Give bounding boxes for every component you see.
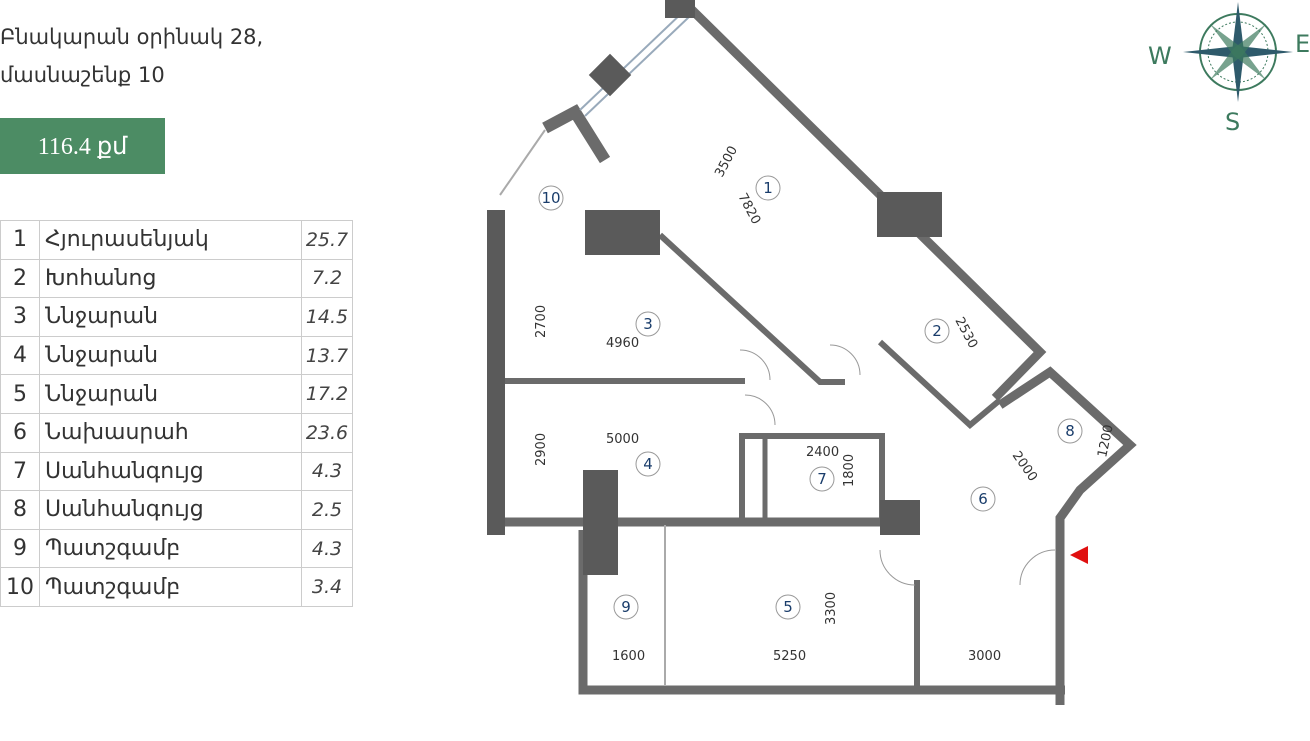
windows (496, 9, 691, 685)
compass-icon: W E S (1148, 2, 1310, 136)
room-marker-circle (635, 451, 661, 477)
room-marker-circle (1057, 418, 1083, 444)
room-area: 3.4 (301, 567, 353, 607)
balcony-10-wall (542, 104, 611, 164)
room-marker-label: 10 (541, 189, 560, 207)
dim-1600: 1600 (612, 649, 645, 664)
room-marker-label: 1 (763, 179, 773, 197)
room-marker-circle (924, 318, 950, 344)
room-number-markers: 1 2 3 4 5 6 7 8 9 10 (538, 175, 1083, 620)
room-marker-label: 5 (783, 598, 793, 616)
room-name: Ննջարան (39, 297, 302, 337)
dim-1800: 1800 (842, 454, 857, 487)
room-marker-circle (809, 466, 835, 492)
dim-2530: 2530 (951, 315, 980, 351)
dim-2700: 2700 (534, 305, 549, 338)
room-number: 2 (0, 258, 40, 299)
dim-3500: 3500 (712, 144, 741, 180)
dim-5000: 5000 (606, 432, 639, 447)
room-name: Պատշգամբ (39, 567, 302, 607)
room-marker-label: 2 (932, 322, 942, 340)
room-marker-label: 6 (978, 490, 988, 508)
room-marker-label: 4 (643, 455, 653, 473)
room-number: 3 (0, 297, 40, 337)
columns (487, 0, 942, 575)
kitchen-partition (877, 339, 1002, 429)
room-marker-circle (635, 311, 661, 337)
room-marker-label: 7 (817, 470, 827, 488)
dim-3000: 3000 (968, 649, 1001, 664)
title-line-1: Բնակարան օրինակ 28, (0, 25, 264, 49)
compass-east: E (1295, 30, 1310, 58)
room-marker-circle (755, 175, 781, 201)
walls (490, 4, 1137, 705)
compass-south: S (1225, 108, 1240, 136)
dim-2000: 2000 (1009, 449, 1040, 485)
room-number: 7 (0, 451, 40, 492)
room-marker-label: 3 (643, 315, 653, 333)
room-name: Պատշգամբ (39, 528, 302, 569)
room-marker-circle (613, 594, 639, 620)
title-line-2: մասնաշենք 10 (0, 63, 165, 87)
compass-west: W (1148, 42, 1172, 70)
dim-4960: 4960 (606, 336, 639, 351)
room-marker-label: 8 (1065, 422, 1075, 440)
area-badge: 116.4 քմ (0, 118, 165, 174)
room-marker-circle (538, 185, 564, 211)
bathroom-8-walls (997, 366, 1137, 705)
bottom-wall (578, 530, 1065, 695)
room-name: Սանհանգույց (39, 490, 302, 530)
room-name: Նախասրահ (39, 412, 302, 453)
room-marker-label: 9 (621, 598, 631, 616)
room-marker-circle (970, 486, 996, 512)
room-area: 23.6 (301, 412, 353, 453)
room-area: 7.2 (301, 258, 353, 299)
room-name: Հյուրասենյակ (39, 220, 302, 260)
dim-5250: 5250 (773, 649, 806, 664)
room-number: 4 (0, 335, 40, 376)
room-area: 17.2 (301, 374, 353, 414)
room-number: 5 (0, 374, 40, 414)
room-area: 4.3 (301, 528, 353, 569)
exterior-wall-northeast (686, 4, 1047, 402)
room-area: 2.5 (301, 490, 353, 530)
entrance-marker-icon (1070, 546, 1088, 564)
apartment-title: Բնակարան օրինակ 28, մասնաշենք 10 (0, 18, 263, 94)
dim-3300: 3300 (824, 592, 839, 625)
room-marker-circle (775, 594, 801, 620)
dim-2900: 2900 (534, 433, 549, 466)
room-number: 9 (0, 528, 40, 569)
room-name: Սանհանգույց (39, 451, 302, 492)
dim-1200: 1200 (1095, 423, 1117, 458)
door-swings (739, 344, 1056, 586)
diagonal-partition (657, 232, 845, 385)
bathroom-7-walls (739, 433, 885, 520)
dim-2400: 2400 (806, 445, 839, 460)
